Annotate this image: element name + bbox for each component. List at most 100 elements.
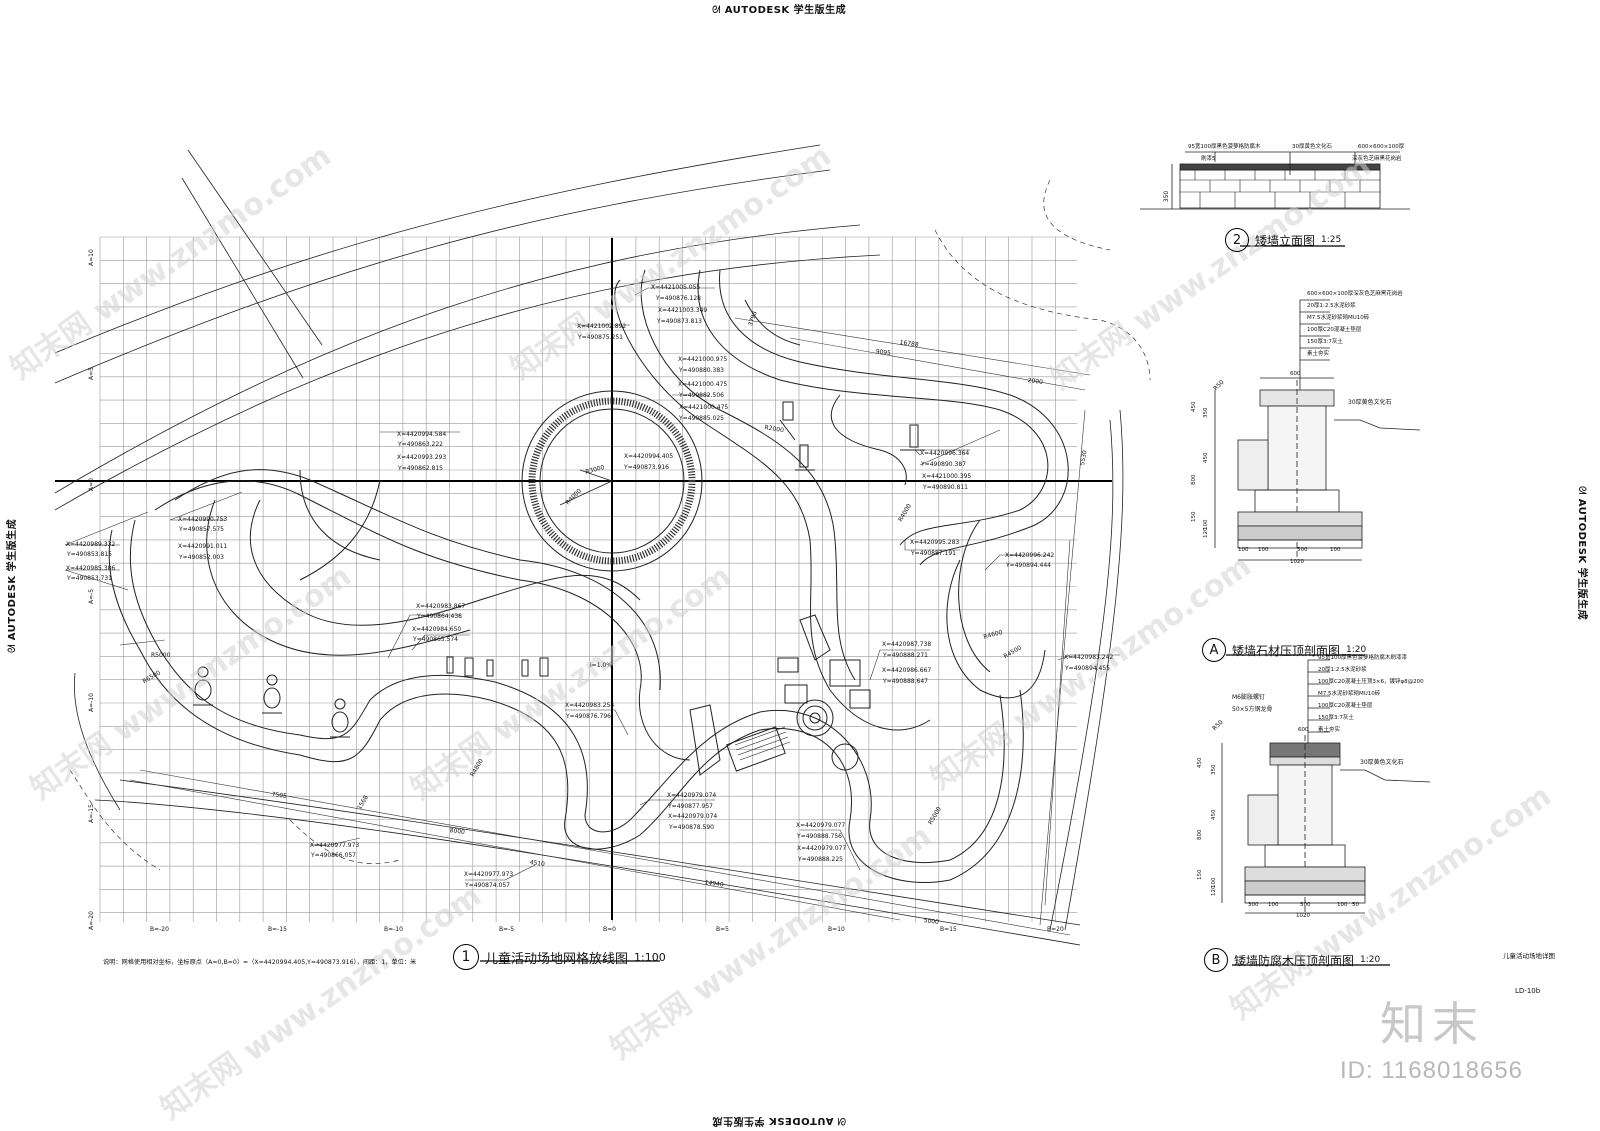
- detail-dim-h: 600: [1298, 727, 1309, 733]
- grid-label-b: B=-5: [499, 926, 515, 933]
- detail-dim-h: 500: [1300, 902, 1311, 908]
- coordinate-label: Y=490873.916: [624, 464, 669, 471]
- grid-label-a: A=-20: [88, 911, 95, 930]
- detail-dim-v: 120: [1203, 527, 1209, 539]
- coordinate-label: X=4420994.405: [624, 453, 674, 460]
- detail-2-scale: 1:25: [1321, 235, 1342, 245]
- coordinate-label: Y=490865.574: [413, 636, 458, 643]
- svg-text:知末网 www.znzmo.com: 知末网 www.znzmo.com: [605, 819, 938, 1067]
- coordinate-label: Y=490888.647: [883, 678, 928, 685]
- detail-callout: 素土夯实: [1318, 727, 1341, 733]
- drawing-code: LD-10b: [1515, 987, 1541, 995]
- coordinate-label: X=4420993.293: [397, 454, 447, 461]
- detail-2-title: 矮墙立面图: [1255, 233, 1316, 248]
- detail-dim-h: 300: [1248, 902, 1259, 908]
- autodesk-stamp-top: ᘛ AUTODESK 学生版生成: [712, 5, 847, 16]
- detail-a-letter-circle: A: [1202, 638, 1226, 662]
- fitness-equipment: [193, 401, 925, 738]
- coordinate-label: Y=490890.387: [921, 461, 966, 468]
- detail-dim-h: 100: [1238, 547, 1249, 553]
- detail-a-section: [1214, 299, 1421, 656]
- detail-dim-v: 450: [1203, 452, 1209, 464]
- coordinate-label: X=4420983.867: [416, 603, 466, 610]
- grid-label-b: B=15: [940, 926, 957, 933]
- circular-plaza: [521, 390, 703, 572]
- grid-label-a: A=-10: [88, 693, 95, 712]
- coordinate-label: X=4420977.973: [464, 871, 514, 878]
- coordinate-label: Y=490874.057: [465, 882, 510, 889]
- detail-callout: 20厚1:2.5水泥砂浆: [1318, 667, 1367, 673]
- grid-label-b: B=-15: [268, 926, 287, 933]
- detail-dim-v: 450: [1211, 809, 1217, 821]
- detail-b-left-callout-2: 50×5方钢龙骨: [1232, 706, 1273, 713]
- detail-callout: M7.5水泥砂浆砌MU10砖: [1318, 691, 1381, 697]
- detail-callout: 深灰色芝麻黑花岗岩: [1352, 156, 1402, 162]
- coordinate-label: X=4420977.973: [310, 842, 360, 849]
- detail-a-title: 矮墙石材压顶剖面图: [1232, 643, 1341, 658]
- detail-dim-v: 800: [1191, 474, 1197, 486]
- coordinate-label: Y=490877.957: [668, 803, 713, 810]
- detail-b-title: 矮墙防腐木压顶剖面图: [1234, 953, 1355, 968]
- coordinate-label: X=4421003.349: [658, 307, 708, 314]
- detail-dim-h: 1020: [1290, 559, 1304, 565]
- svg-text:知末网 www.znzmo.com: 知末网 www.znzmo.com: [405, 559, 738, 807]
- grid-label-b: B=0: [603, 926, 616, 933]
- coordinate-label: Y=490853.815: [67, 551, 112, 558]
- site-boundary-lines: [54, 144, 1124, 946]
- detail-2-elevation: [1140, 151, 1410, 247]
- detail-dim-h: 500: [1297, 547, 1308, 553]
- play-structure: [689, 614, 871, 776]
- coordinate-label: Y=490866.057: [311, 852, 356, 859]
- plan-note: 说明：网格使用相对坐标，坐标原点（A=0,B=0）=（X=4420994.405…: [103, 959, 417, 966]
- detail-b-letter-circle: B: [1204, 948, 1228, 972]
- detail-dim-h: 50: [1352, 902, 1359, 908]
- grid-label-b: B=10: [828, 926, 845, 933]
- svg-text:知末网 www.znzmo.com: 知末网 www.znzmo.com: [5, 139, 338, 387]
- coordinate-label: X=4420979.074: [668, 813, 718, 820]
- detail-a-scale: 1:20: [1346, 645, 1367, 655]
- detail-callout: 100厚C20混凝土垫层: [1307, 327, 1362, 333]
- coordinate-label: X=4421002.892: [577, 323, 627, 330]
- detail-dim-v: 800: [1197, 829, 1203, 841]
- svg-text:知末网 www.znzmo.com: 知末网 www.znzmo.com: [1045, 149, 1378, 397]
- grid-label-b: B=20: [1047, 926, 1064, 933]
- detail-dim-v: 120: [1211, 885, 1217, 897]
- detail-callout: 20厚1:2.5水泥砂浆: [1307, 303, 1356, 309]
- detail-callout: 30厚黄色文化石: [1292, 144, 1332, 150]
- svg-text:知末网 www.znzmo.com: 知末网 www.znzmo.com: [505, 139, 838, 387]
- coordinate-label: Y=490876.796: [566, 713, 611, 720]
- detail-dim-v: 450: [1191, 401, 1197, 413]
- coordinate-label: X=4420990.753: [178, 516, 228, 523]
- coordinate-label: X=4420979.077: [797, 845, 847, 852]
- coordinate-label: Y=490878.590: [669, 824, 714, 831]
- detail-callout: 150厚3:7灰土: [1318, 715, 1354, 721]
- detail-dim-h: 100: [1330, 547, 1341, 553]
- coordinate-label: X=4420996.364: [920, 450, 970, 457]
- grid-label-b: B=-20: [150, 926, 169, 933]
- autodesk-icon: ᘛ: [712, 5, 725, 16]
- coordinate-label: X=4421000.475: [678, 381, 728, 388]
- detail-dim-v: 150: [1197, 869, 1203, 881]
- grid-label-b: B=5: [716, 926, 729, 933]
- main-plan-title-block: 1 儿童活动场地网格放线图 1:100: [453, 944, 666, 970]
- detail-callout: 100厚C20混凝土垫层: [1318, 703, 1373, 709]
- detail-callout: 600×600×100厚: [1358, 144, 1405, 150]
- detail-2-number-circle: 2: [1225, 228, 1249, 252]
- coordinate-label: X=4420984.650: [412, 626, 462, 633]
- coordinate-label: X=4420996.242: [1005, 552, 1055, 559]
- grid-label-a: A=0: [88, 478, 95, 491]
- coordinate-label: Y=490875.251: [578, 334, 623, 341]
- coordinate-label: Y=490880.383: [679, 367, 724, 374]
- coordinate-label: Y=490864.438: [417, 613, 462, 620]
- coordinate-label: Y=490894.444: [1006, 562, 1051, 569]
- detail-b-left-callout-1: M6膨胀螺钉: [1232, 694, 1265, 701]
- watermark-id: ID: 1168018656: [1340, 1057, 1524, 1084]
- svg-text:知末网 www.znzmo.com: 知末网 www.znzmo.com: [155, 879, 488, 1127]
- dimension-label: i=1.0%: [590, 662, 612, 669]
- coordinate-label: X=4421005.055: [651, 284, 701, 291]
- grid-label-a: A=10: [88, 249, 95, 266]
- coordinate-label: Y=490862.815: [398, 465, 443, 472]
- coordinate-label: Y=490873.813: [657, 318, 702, 325]
- coordinate-label: X=4420983.254: [565, 702, 615, 709]
